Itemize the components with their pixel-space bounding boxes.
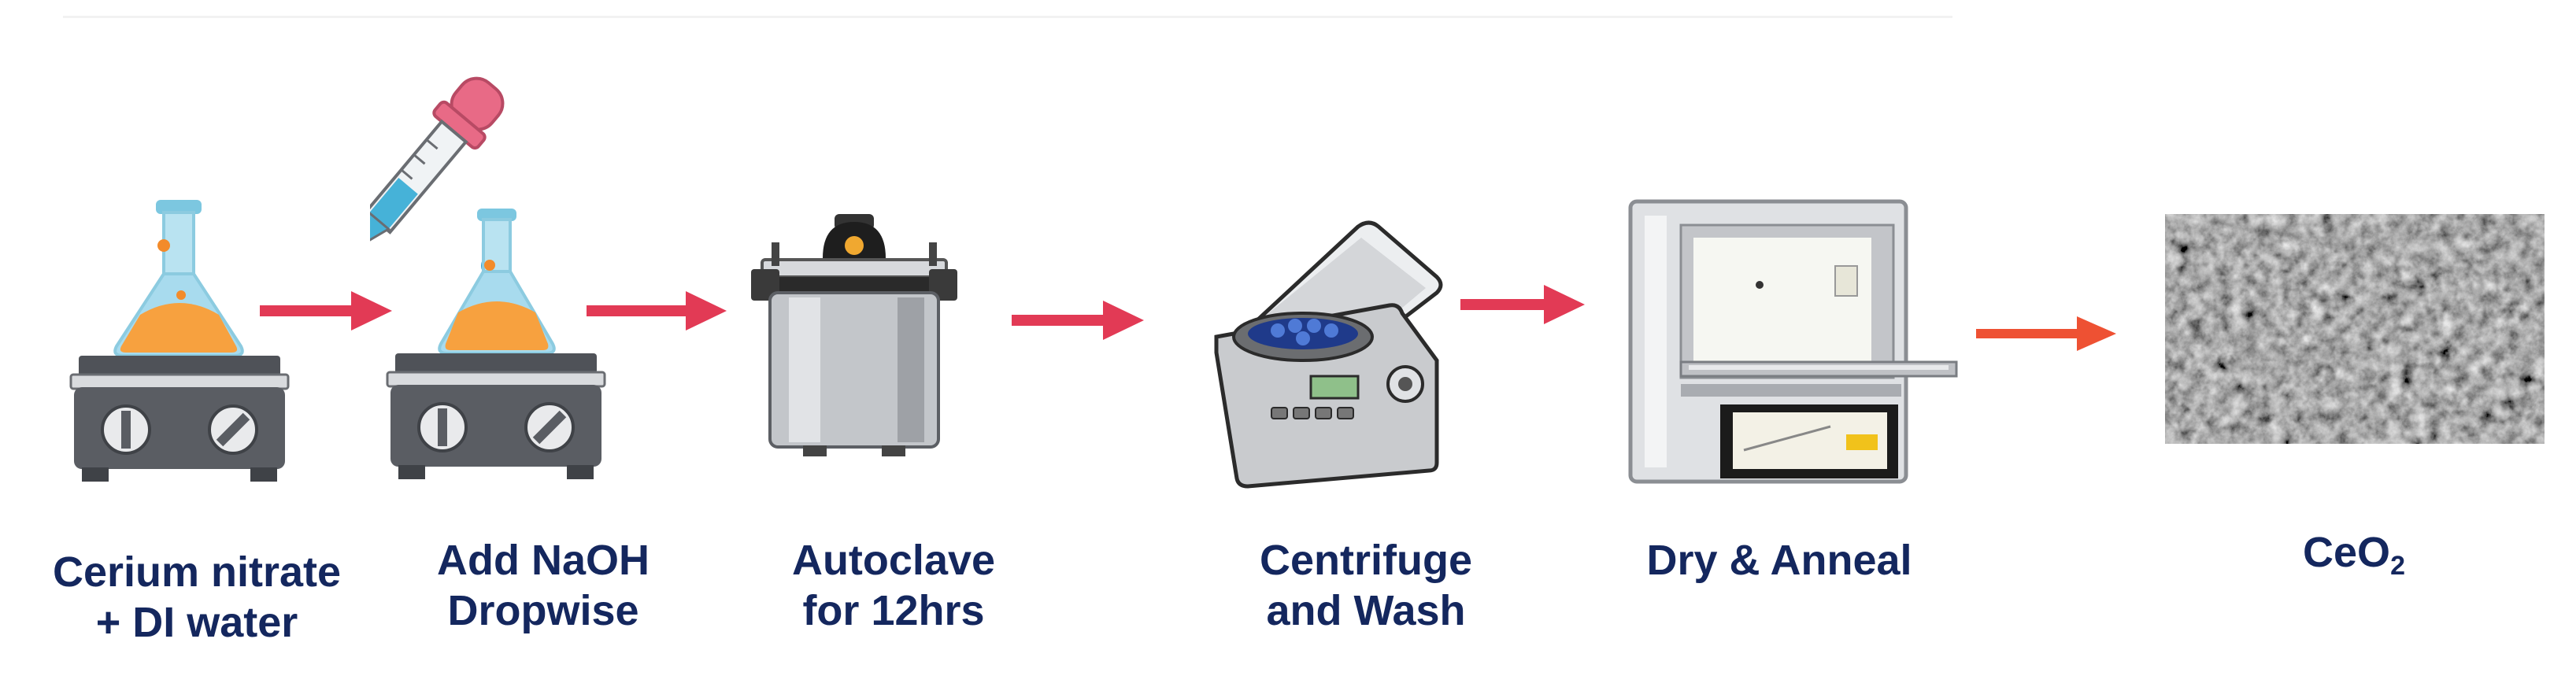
step-label-line: Autoclave: [791, 537, 996, 584]
arrow-3: [1012, 301, 1144, 340]
step-label-line: Dry & Anneal: [1646, 537, 1912, 584]
step-label-add-naoh: Add NaOH Dropwise: [378, 535, 709, 636]
step-label-line: Add NaOH: [437, 537, 650, 584]
centrifuge-icon: [1214, 220, 1443, 489]
step-label-dry-anneal: Dry & Anneal: [1614, 535, 1945, 585]
dropper-flask-hotplate-icon: [370, 76, 606, 479]
arrow-5: [1976, 316, 2116, 351]
step-label-autoclave: Autoclave for 12hrs: [728, 535, 1059, 636]
arrow-1: [260, 291, 392, 331]
step-label-line: Dropwise: [447, 587, 639, 634]
formula-subscript: 2: [2390, 551, 2405, 581]
dropper-icon: [370, 76, 505, 273]
hotplate-flask-icon: [69, 200, 290, 482]
step-label-cerium-nitrate: Cerium nitrate + DI water: [24, 547, 370, 648]
step-label-formula: CeO2: [2189, 527, 2519, 591]
step-label-line: Centrifuge: [1260, 537, 1472, 584]
arrow-4: [1460, 285, 1585, 324]
step-label-ceo2: CeO2: [2189, 527, 2519, 591]
step-label-line: and Wash: [1266, 587, 1466, 634]
sem-image: [2165, 214, 2545, 444]
step-label-line: for 12hrs: [802, 587, 985, 634]
step-label-centrifuge: Centrifuge and Wash: [1201, 535, 1531, 636]
furnace-icon: [1628, 199, 1958, 484]
step-label-line: Cerium nitrate: [52, 548, 342, 596]
top-divider: [63, 16, 1952, 18]
autoclave-icon: [751, 214, 957, 456]
formula-base: CeO: [2303, 529, 2391, 576]
arrow-2: [587, 291, 727, 331]
step-label-line: + DI water: [95, 599, 298, 646]
